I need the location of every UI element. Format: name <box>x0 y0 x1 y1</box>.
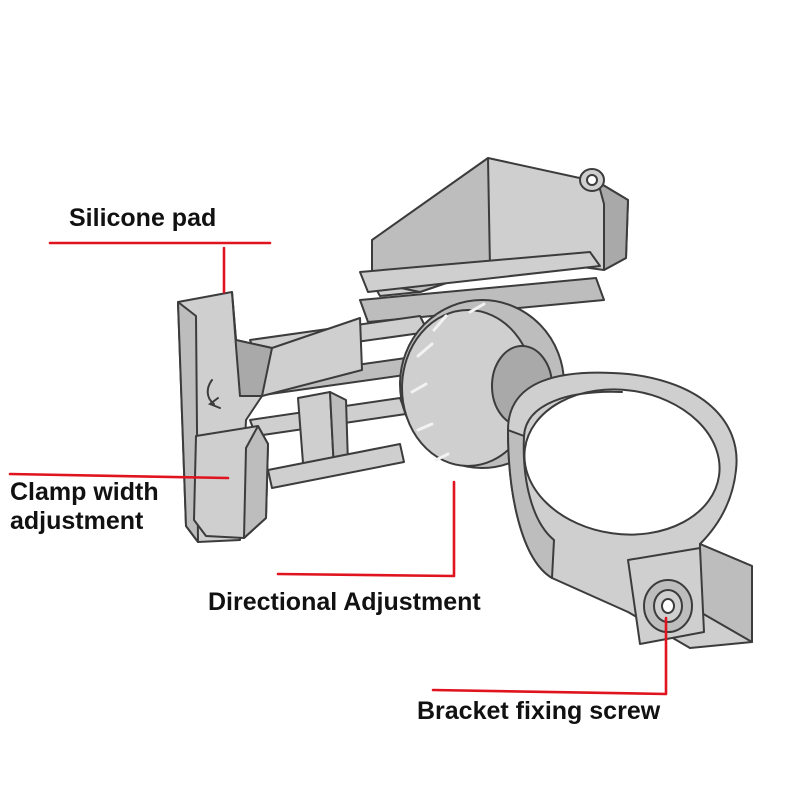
leader-silicone-pad <box>48 241 272 294</box>
label-clamp-width-adjustment: Clamp width adjustment <box>10 478 159 536</box>
width-adjuster-block <box>193 391 405 539</box>
leader-directional <box>276 480 456 578</box>
leader-lines <box>8 241 668 696</box>
leader-clamp-width <box>8 472 230 480</box>
label-bracket-fixing-screw: Bracket fixing screw <box>417 697 661 725</box>
label-clamp-width-line2: adjustment <box>10 507 144 535</box>
leader-bracket-screw <box>431 616 668 696</box>
label-clamp-width-line1: Clamp width <box>10 478 159 506</box>
label-directional-adjustment: Directional Adjustment <box>208 588 481 616</box>
handlebar-ring-clamp <box>507 371 753 649</box>
label-silicone-pad: Silicone pad <box>69 204 217 232</box>
